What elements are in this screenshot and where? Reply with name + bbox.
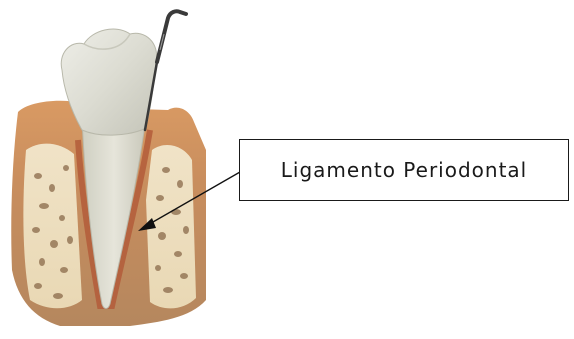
- ligament-label: Ligamento Periodontal: [281, 158, 527, 182]
- label-box: Ligamento Periodontal: [239, 139, 569, 201]
